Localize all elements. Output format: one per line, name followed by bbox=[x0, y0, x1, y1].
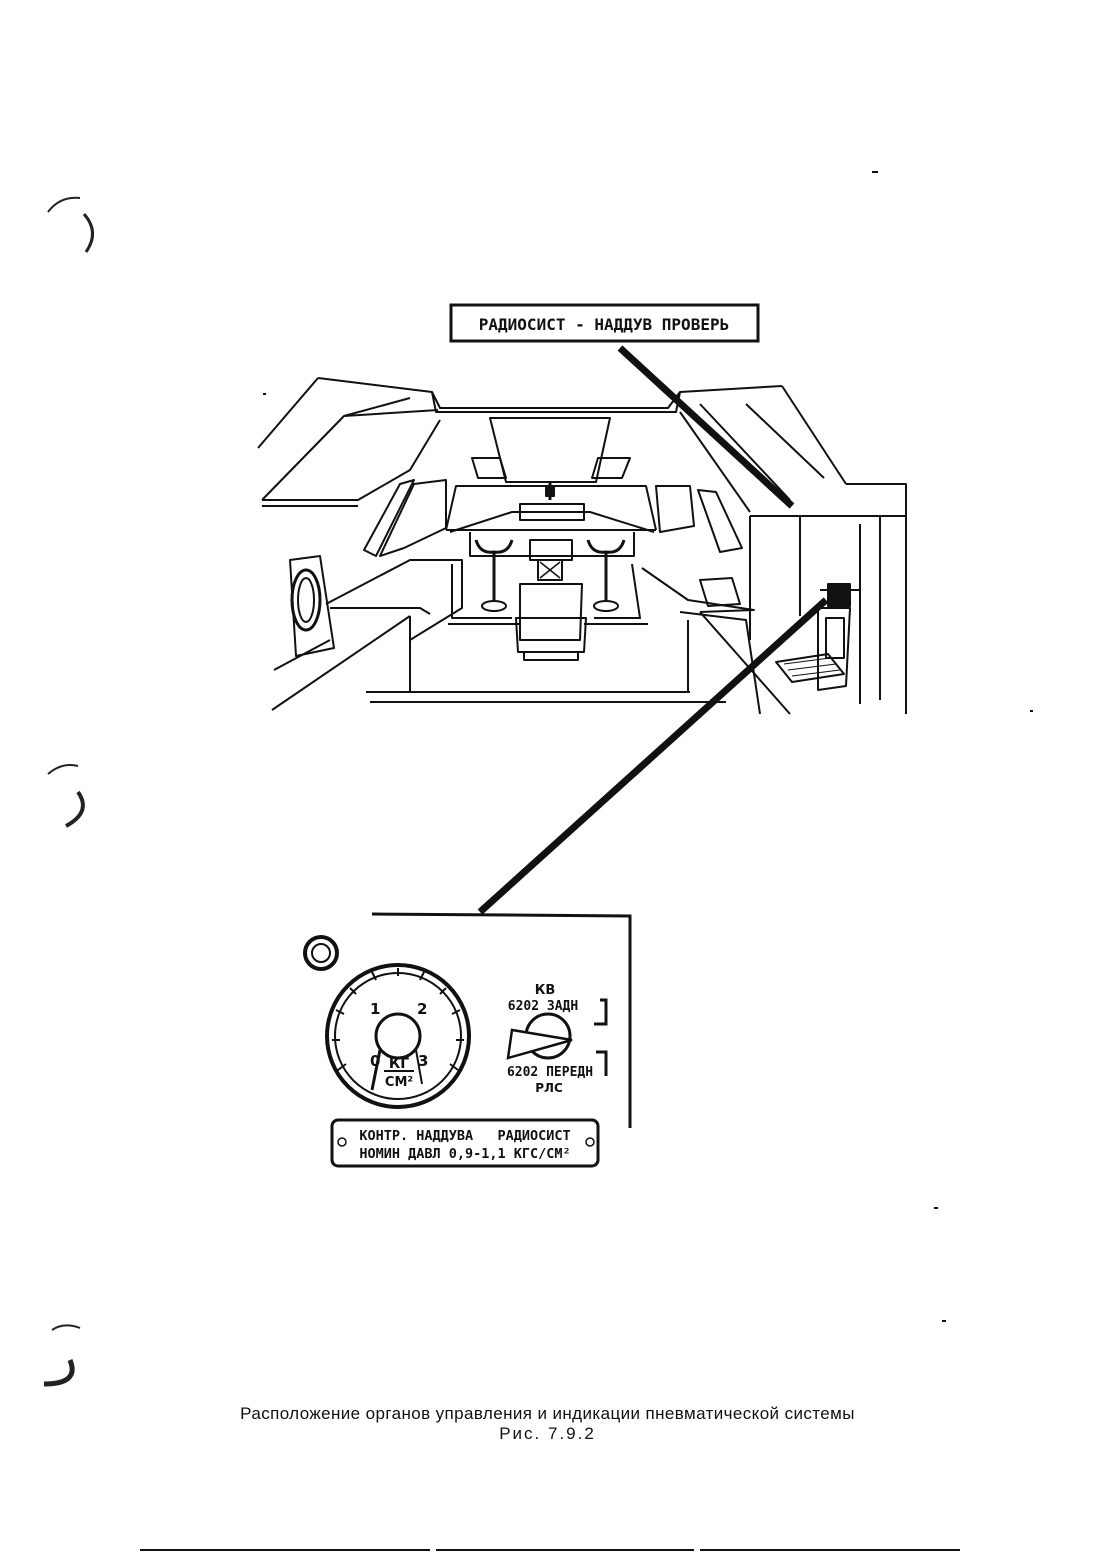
gauge-unit-top: КГ bbox=[389, 1056, 409, 1072]
selector-label-2: 6202 ЗАДН bbox=[508, 999, 578, 1014]
top-placard-leader bbox=[617, 345, 795, 509]
gauge-scale-1: 1 bbox=[370, 1000, 380, 1018]
figure-caption-title: Расположение органов управления и индика… bbox=[240, 1404, 855, 1423]
selector-label-1: КВ bbox=[535, 983, 556, 998]
panel-placard: КОНТР. НАДДУВА РАДИОСИСТ НОМИН ДАВЛ 0,9-… bbox=[330, 1118, 600, 1168]
top-placard: РАДИОСИСТ - НАДДУВ ПРОВЕРЬ bbox=[449, 303, 760, 343]
top-placard-text: РАДИОСИСТ - НАДДУВ ПРОВЕРЬ bbox=[479, 315, 729, 334]
control-panel: 0 1 2 3 КГ СМ² КВ 6202 ЗАДН 6202 ПЕРЕДН … bbox=[303, 912, 632, 1168]
selector-switch: КВ 6202 ЗАДН 6202 ПЕРЕДН РЛС bbox=[506, 983, 608, 1095]
binder-hole-bottom bbox=[43, 1324, 81, 1387]
right-yoke bbox=[586, 539, 626, 612]
panel-placard-line2: НОМИН ДАВЛ 0,9-1,1 КГС/СМ² bbox=[359, 1146, 570, 1162]
gauge-unit-bottom: СМ² bbox=[385, 1075, 413, 1090]
panel-leader-line bbox=[477, 597, 829, 915]
pressure-gauge: 0 1 2 3 КГ СМ² bbox=[325, 963, 471, 1109]
gauge-scale-0: 0 bbox=[370, 1052, 380, 1070]
scan-specks bbox=[263, 171, 1033, 1322]
selector-label-3: 6202 ПЕРЕДН bbox=[507, 1065, 593, 1080]
binder-hole-top bbox=[47, 196, 94, 253]
gauge-scale-2: 2 bbox=[417, 1000, 427, 1018]
indicator-lamp bbox=[303, 935, 339, 971]
gauge-scale-3: 3 bbox=[418, 1052, 428, 1070]
cockpit-drawing bbox=[257, 377, 907, 715]
left-side-panel bbox=[289, 555, 335, 657]
left-yoke bbox=[474, 539, 514, 612]
figure-caption-number: Рис. 7.9.2 bbox=[499, 1424, 596, 1443]
selector-label-4: РЛС bbox=[535, 1081, 563, 1095]
panel-placard-line1: КОНТР. НАДДУВА РАДИОСИСТ bbox=[359, 1128, 570, 1144]
binder-hole-middle bbox=[47, 764, 85, 828]
